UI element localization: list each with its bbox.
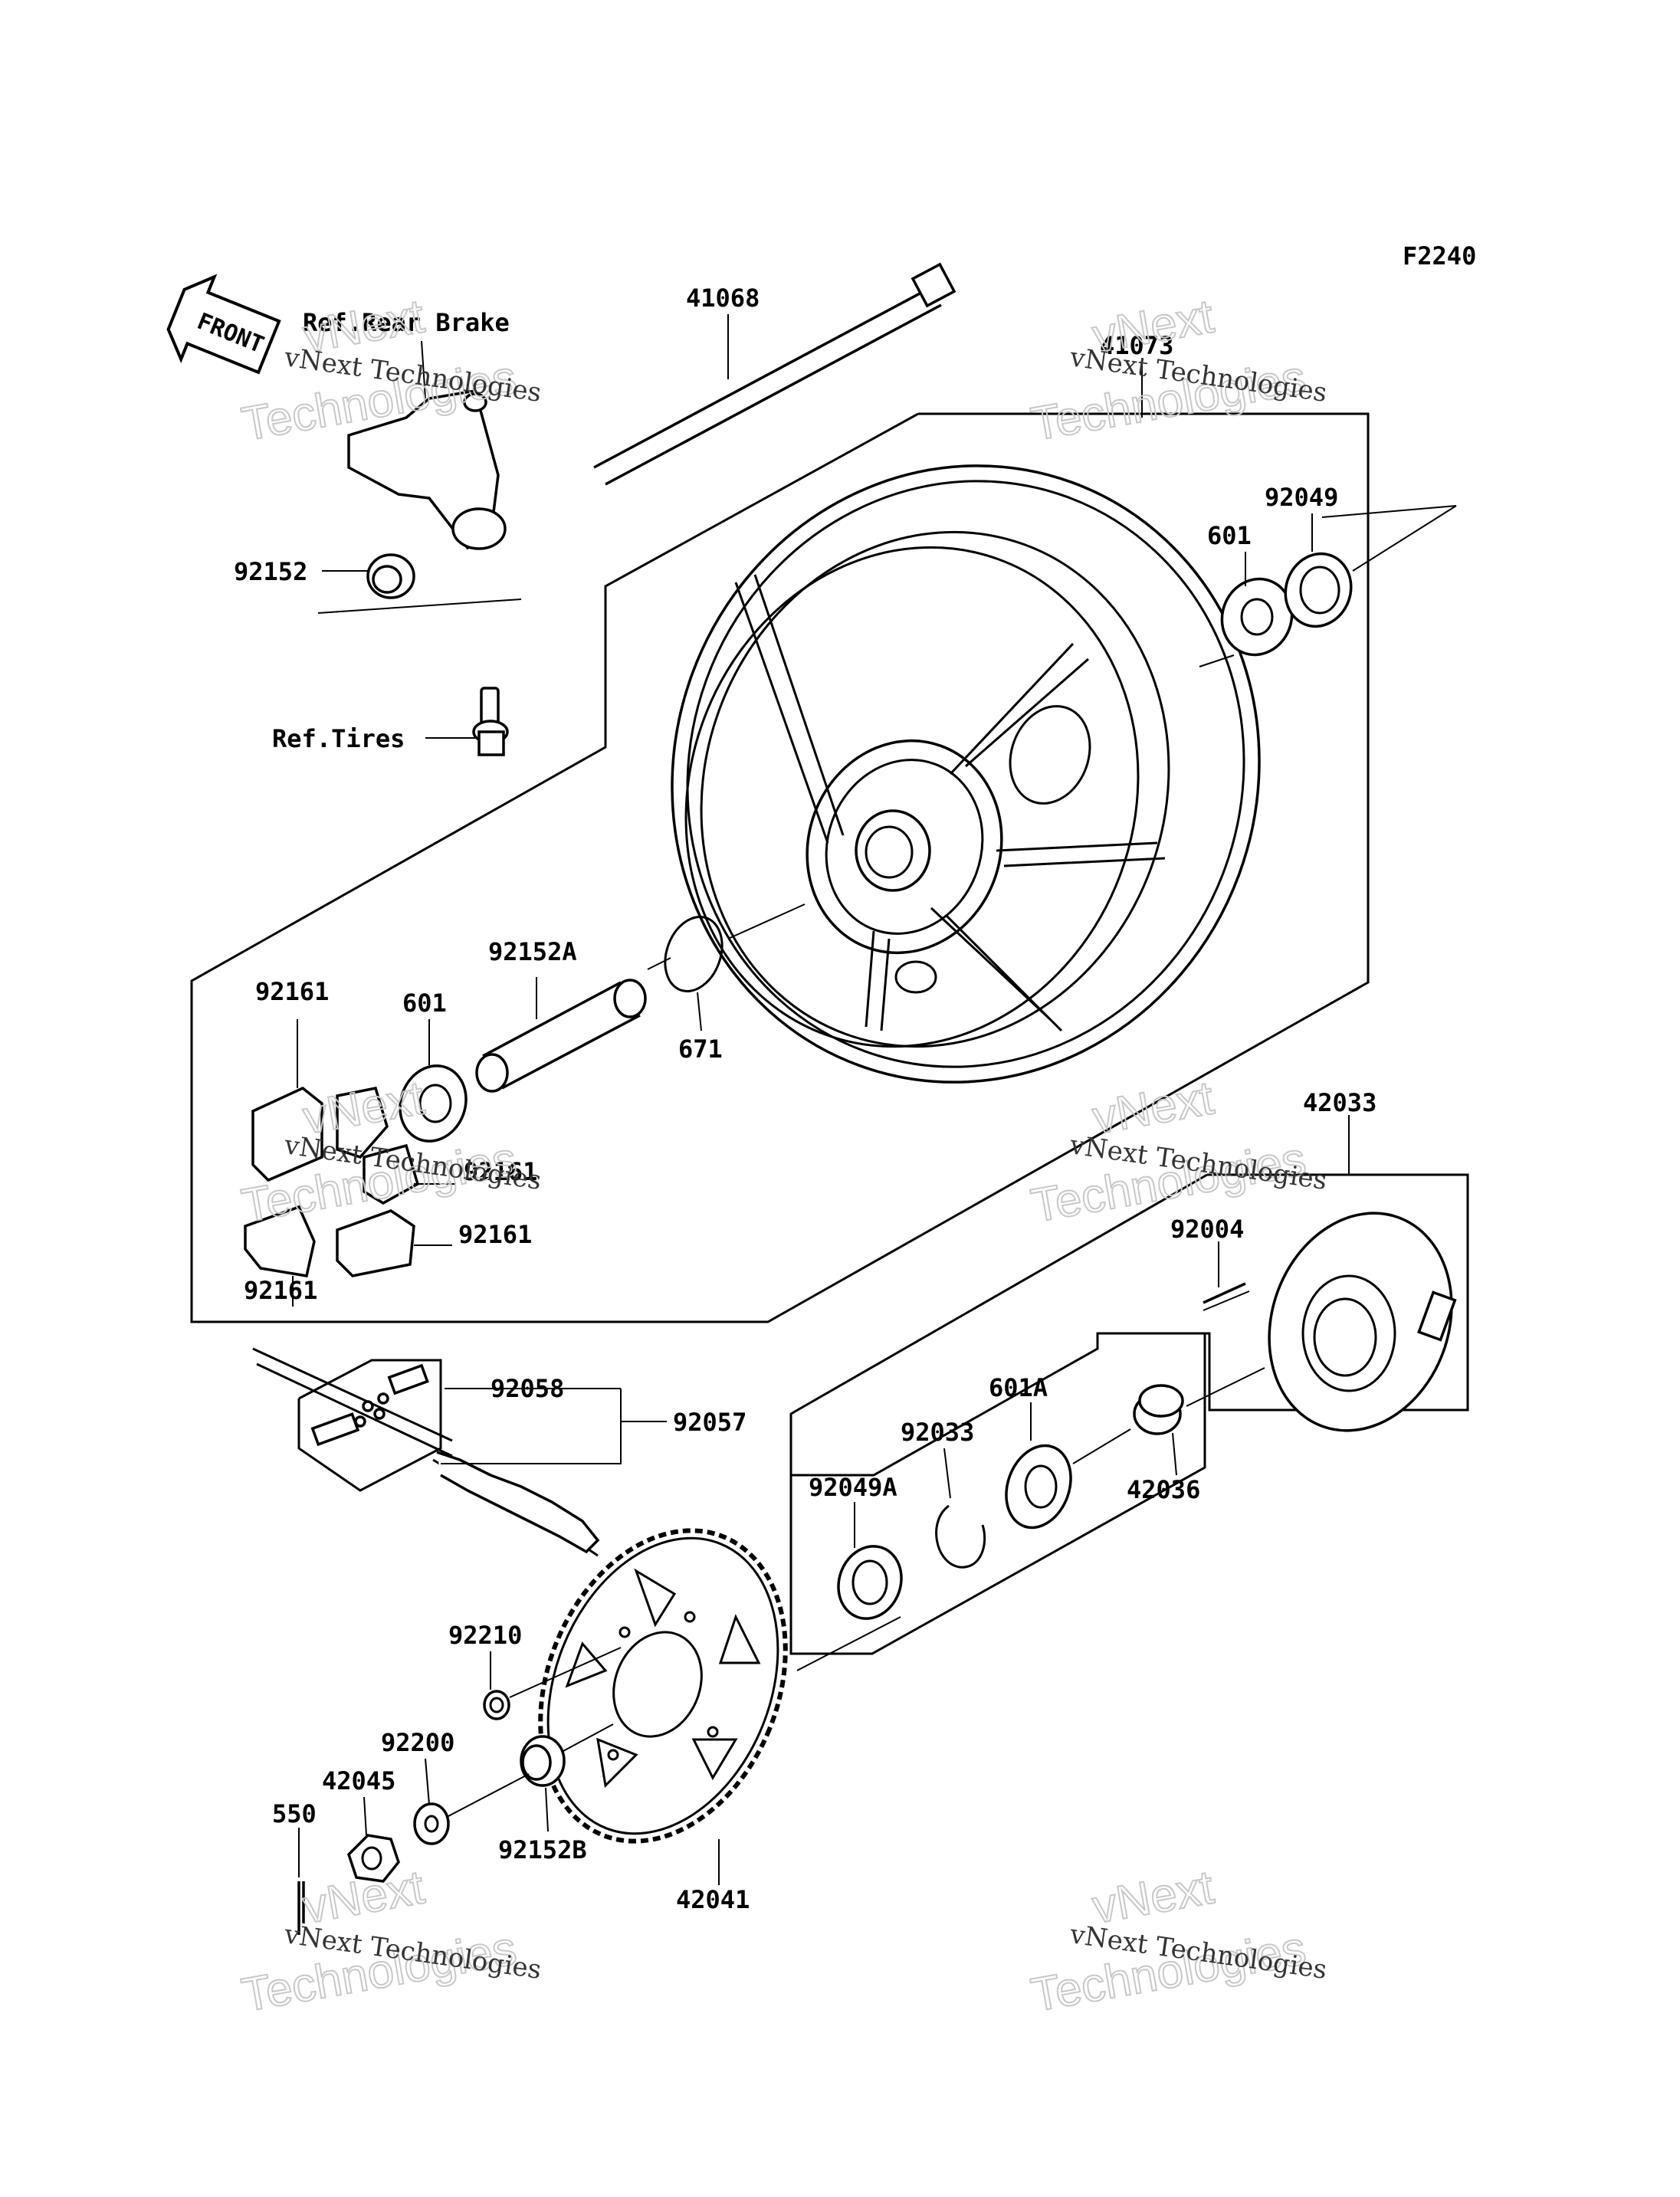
watermark-mid-right: vNext Technologies vNext Technologies (1026, 1071, 1328, 1233)
wheel-assembly-frame (190, 412, 1370, 1323)
watermark-top-right: vNext Technologies vNext Technologies (1026, 289, 1328, 451)
nut-92210 (483, 1690, 510, 1720)
cotter-pin-550 (297, 1881, 305, 1935)
castle-nut-42045 (346, 1834, 400, 1883)
part-label-42041: 42041 (676, 1885, 750, 1914)
part-label-41068: 41068 (686, 284, 760, 313)
part-label-92152: 92152 (234, 557, 307, 586)
collar-92152 (366, 553, 415, 599)
collar-92152B (520, 1735, 566, 1787)
part-label-92033: 92033 (901, 1418, 974, 1447)
damper-92161-set (244, 1086, 420, 1277)
seal-92049A (837, 1545, 903, 1620)
part-label-92210: 92210 (448, 1621, 522, 1650)
circlip-92033 (935, 1504, 986, 1569)
o-ring-671 (664, 916, 724, 992)
part-label-92058: 92058 (491, 1374, 564, 1403)
part-label-42036: 42036 (1127, 1475, 1200, 1504)
ref-rear-brake-label: Ref.Rear Brake (303, 308, 510, 337)
part-label-42045: 42045 (322, 1766, 395, 1795)
collar-42036 (1133, 1384, 1184, 1435)
stud-92004 (1203, 1282, 1250, 1311)
watermark-bottom-right: vNext Technologies vNext Technologies (1026, 1860, 1328, 2022)
part-label-92004: 92004 (1170, 1215, 1244, 1244)
part-label-42033: 42033 (1303, 1088, 1376, 1117)
part-label-92049: 92049 (1265, 483, 1338, 512)
tire-valve (472, 687, 509, 756)
part-label-601-top: 601 (1207, 521, 1252, 550)
master-link-frame (297, 1359, 442, 1492)
sprocket-hub-42033 (1268, 1212, 1457, 1432)
bearing-601A (1005, 1444, 1072, 1530)
part-label-92152A: 92152A (488, 937, 577, 966)
part-label-601A: 601A (989, 1373, 1048, 1402)
ref-tires-label: Ref.Tires (272, 724, 405, 753)
part-label-92200: 92200 (381, 1728, 454, 1757)
bearing-601-mid (399, 1064, 468, 1143)
master-link-92058 (310, 1363, 429, 1447)
part-label-92161-b: 92161 (464, 1157, 537, 1186)
part-label-92161-d: 92161 (244, 1276, 317, 1305)
part-label-550: 550 (272, 1799, 317, 1828)
part-label-601-mid: 601 (402, 989, 447, 1018)
svg-text:vNext: vNext (1088, 1071, 1217, 1144)
front-arrow-icon: FRONT (166, 274, 281, 375)
washer-92200 (413, 1802, 450, 1845)
part-label-671: 671 (678, 1035, 723, 1064)
rear-sprocket-42041 (538, 1528, 788, 1844)
part-label-92161-a: 92161 (255, 977, 329, 1006)
axle-shaft (593, 262, 956, 486)
drive-chain-92057 (252, 1347, 600, 1557)
spacer-92152A (475, 979, 647, 1093)
part-label-92049A: 92049A (809, 1473, 897, 1502)
part-label-92161-c: 92161 (458, 1220, 532, 1249)
svg-text:vNext: vNext (1088, 1861, 1217, 1933)
rear-wheel (671, 464, 1261, 1084)
sprocket-box-frame (789, 1333, 1206, 1655)
figure-code: F2240 (1403, 241, 1476, 271)
rear-brake-bracket (347, 389, 507, 550)
part-label-41073: 41073 (1100, 331, 1173, 360)
seal-92049 (1284, 552, 1353, 628)
watermark-bottom-left: vNext Technologies vNext Technologies (237, 1860, 543, 2022)
part-label-92057: 92057 (673, 1408, 746, 1437)
part-label-92152B: 92152B (498, 1835, 587, 1864)
bearing-601-top (1220, 577, 1294, 657)
